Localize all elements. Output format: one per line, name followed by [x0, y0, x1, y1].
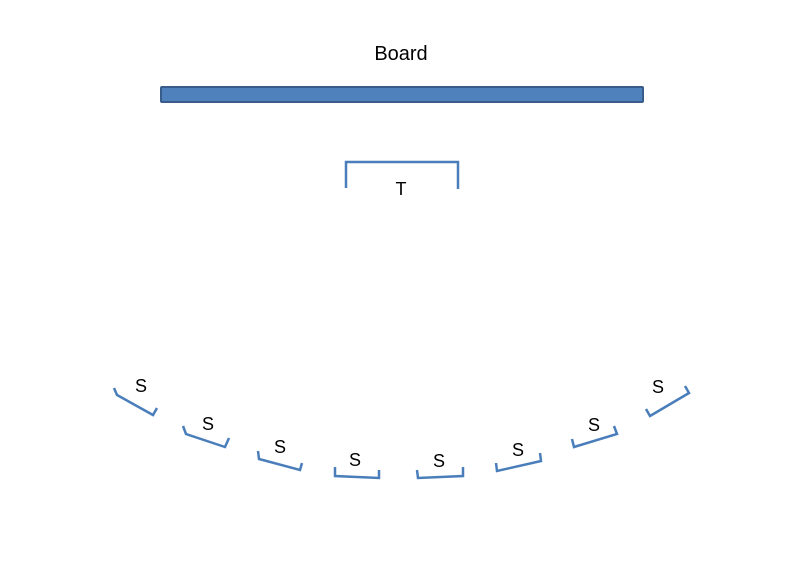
student-desk: S: [181, 414, 231, 449]
student-label: S: [135, 376, 147, 396]
student-desk-shape: [494, 452, 543, 473]
student-label: S: [274, 437, 286, 457]
student-label: S: [652, 377, 664, 397]
student-desk: S: [494, 440, 543, 473]
student-desk: S: [112, 376, 159, 417]
student-desk: S: [570, 415, 619, 449]
student-desk-shape: [644, 385, 691, 418]
student-desk: S: [644, 377, 691, 418]
student-label: S: [512, 440, 524, 460]
student-desk-shape: [181, 425, 231, 449]
student-label: S: [588, 415, 600, 435]
student-desk-shape: [112, 387, 159, 417]
board: [160, 86, 644, 103]
student-label: S: [349, 450, 361, 470]
student-desk: S: [333, 450, 381, 480]
student-desk: S: [256, 437, 304, 472]
student-desk-shape: [415, 467, 465, 480]
student-desk-shape: [570, 425, 619, 449]
student-desk-shape: [256, 450, 304, 472]
student-label: S: [433, 451, 445, 471]
student-label: S: [202, 414, 214, 434]
teacher-label: T: [396, 179, 407, 199]
student-desks: S S S S S S S S: [112, 376, 691, 480]
student-desk: S: [415, 451, 465, 480]
teacher-desk: [344, 160, 460, 189]
board-label: Board: [374, 43, 427, 65]
student-desk-shape: [333, 467, 381, 480]
